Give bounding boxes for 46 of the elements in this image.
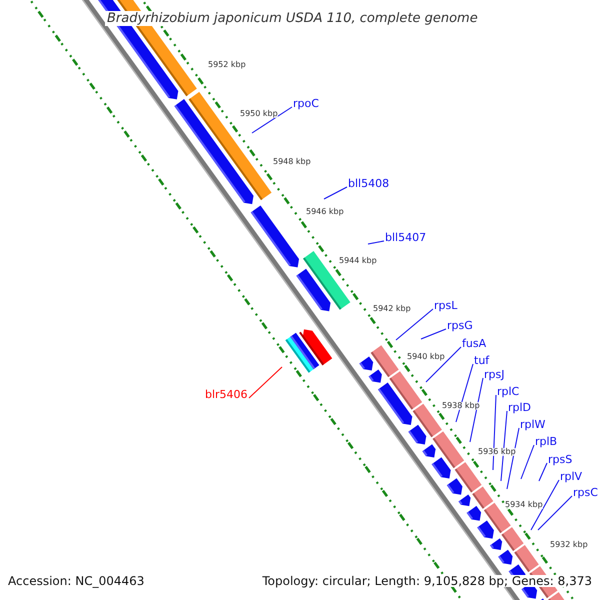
gene-label: fusA <box>462 338 486 349</box>
footer-note: Accession: NC_004463 <box>8 575 144 587</box>
gene-label: rplB <box>535 436 558 447</box>
leader-line <box>500 410 508 482</box>
gene-label: rpsG <box>447 320 473 331</box>
leader-line <box>492 394 496 470</box>
gene-label: rpoC <box>293 98 319 109</box>
leader-line <box>368 240 384 244</box>
scale-label: 5932 kbp <box>550 541 588 549</box>
scale-label: 5952 kbp <box>208 61 246 69</box>
leader-line <box>470 378 484 442</box>
scale-label: 5936 kbp <box>478 448 516 456</box>
leader-line <box>426 346 462 382</box>
scale-label: 5950 kbp <box>240 110 278 118</box>
gene-label: bll5408 <box>348 178 390 189</box>
scale-label: 5938 kbp <box>442 402 480 410</box>
gene-label: bll5407 <box>385 232 426 243</box>
gene-label: tuf <box>474 355 490 366</box>
footer-note: Topology: circular; Length: 9,105,828 bp; Genes: 8,373 <box>262 575 592 587</box>
leader-line <box>530 480 560 530</box>
leader-line <box>506 428 520 490</box>
leader-line <box>252 106 292 134</box>
leader-line <box>538 462 548 482</box>
gene-label: rplC <box>497 386 520 397</box>
scale-label: 5942 kbp <box>373 305 411 313</box>
gene-label: rpsJ <box>484 369 504 380</box>
leader-line <box>520 444 534 480</box>
leader-line <box>324 186 348 200</box>
gene-label: rpsL <box>434 300 458 311</box>
scale-label: 5948 kbp <box>273 158 311 166</box>
gene-label: rplW <box>520 419 546 430</box>
gene-label: rpsC <box>573 487 598 498</box>
title: Bradyrhizobium japonicum USDA 110, complete genome <box>105 11 480 26</box>
gene-label: rpsS <box>548 454 572 465</box>
gene-label: rplV <box>560 471 582 482</box>
scale-label: 5934 kbp <box>505 501 543 509</box>
leader-line <box>420 328 446 340</box>
scale-label: 5940 kbp <box>407 353 445 361</box>
leader-line <box>396 308 434 340</box>
leader-line <box>456 364 474 422</box>
gene-label: rplD <box>508 402 532 413</box>
gene-label: blr5406 <box>205 389 248 400</box>
leader-line <box>538 496 572 530</box>
leader-line <box>248 366 282 398</box>
scale-label: 5944 kbp <box>339 257 377 265</box>
scale-label: 5946 kbp <box>306 208 344 216</box>
